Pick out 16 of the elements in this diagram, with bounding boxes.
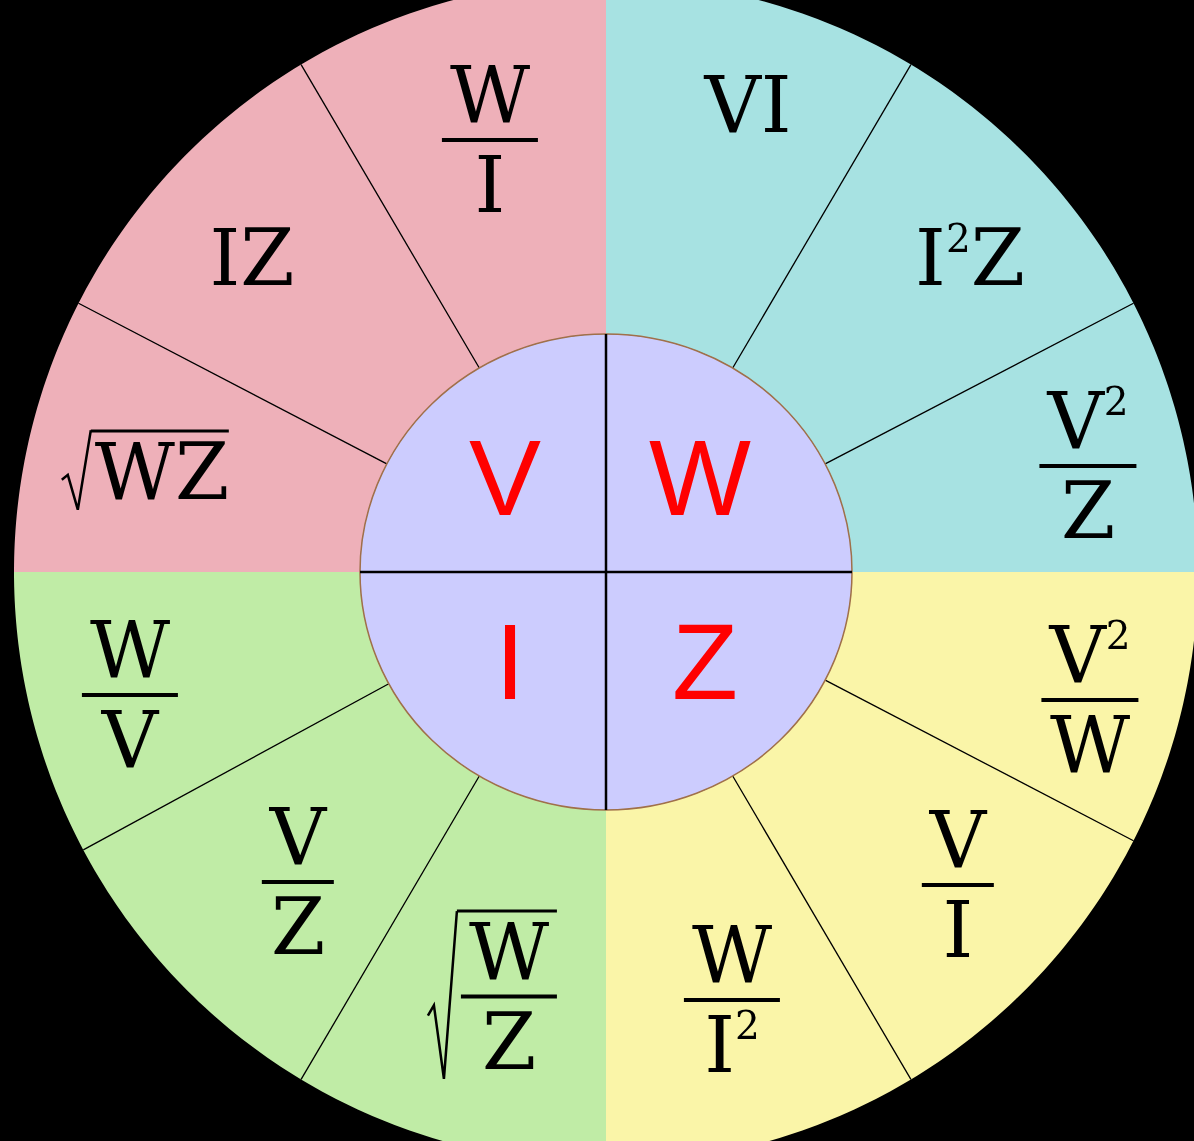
- quantity-letter: W: [649, 424, 751, 532]
- formula-label: VI: [704, 66, 792, 144]
- formula-label: IZ: [209, 219, 295, 297]
- quantity-letter: I: [495, 608, 525, 716]
- formula-label: W V: [81, 611, 179, 779]
- formula-label: W I$^{2}$: [683, 916, 781, 1084]
- formula-label: V$^{2}$ W: [1041, 616, 1139, 784]
- formula-label: WZ: [60, 429, 230, 511]
- quantity-letter: V: [469, 424, 541, 532]
- formula-label: W I: [441, 56, 539, 224]
- formula-label: W Z: [426, 909, 558, 1081]
- quantity-letter: Z: [672, 608, 738, 716]
- formula-label: I$^{2}$Z: [915, 219, 1025, 297]
- formula-label: V$^{2}$ Z: [1039, 382, 1137, 550]
- formula-label: V I: [921, 801, 995, 969]
- formula-label: V Z: [261, 798, 335, 966]
